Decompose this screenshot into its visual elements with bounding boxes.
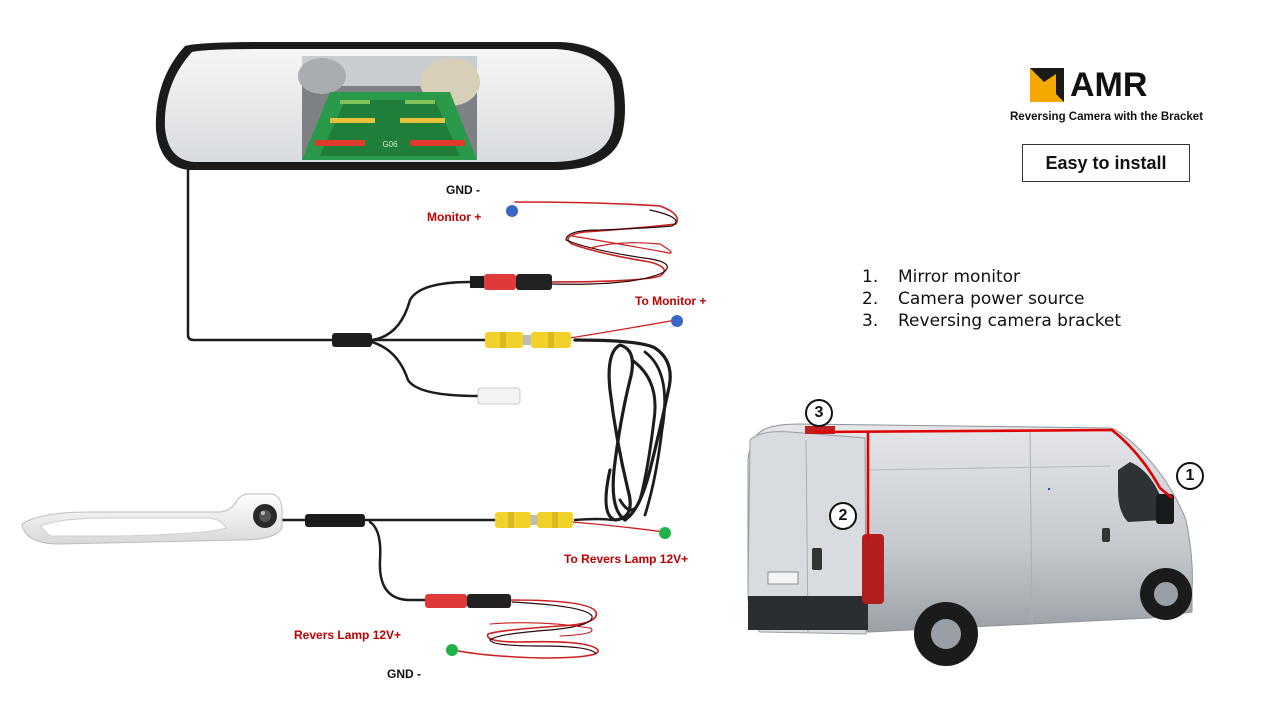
screen-plate-text: G06 <box>382 140 398 149</box>
component-legend: 1.Mirror monitor 2.Camera power source 3… <box>862 266 1121 332</box>
legend-item: 3.Reversing camera bracket <box>862 311 1122 331</box>
van-illustration <box>747 423 1193 666</box>
monitor-screen: G06 <box>298 56 480 160</box>
spare-white-plug <box>477 387 521 405</box>
splitter-hub <box>332 333 372 347</box>
gnd-bottom-label: GND - <box>387 667 421 681</box>
amr-logo-icon <box>1030 68 1064 102</box>
to-monitor-plus-dot <box>671 315 683 327</box>
legend-item: 2.Camera power source <box>862 289 1085 309</box>
tail-light <box>862 534 884 604</box>
camera-power-connector <box>425 594 511 608</box>
to-revers-lamp-dot <box>659 527 671 539</box>
brand-name: AMR <box>1070 66 1148 104</box>
revers-lamp-dot <box>446 644 458 656</box>
camera-inline-connector <box>305 514 365 527</box>
marker-3: 3 <box>805 399 833 427</box>
legend-item: 1.Mirror monitor <box>862 267 1021 287</box>
monitor-power-connector <box>470 274 552 290</box>
marker-1: 1 <box>1176 462 1204 490</box>
monitor-video-connector <box>485 332 571 348</box>
gnd-top-label: GND - <box>446 183 480 197</box>
camera-bracket <box>21 493 283 545</box>
wiring-harness <box>186 168 679 659</box>
brand-tagline: Reversing Camera with the Bracket <box>1010 111 1204 123</box>
connectors <box>305 274 573 608</box>
to-monitor-plus-label: To Monitor + <box>635 294 707 308</box>
monitor-plus-label: Monitor + <box>427 210 482 224</box>
revers-lamp-label: Revers Lamp 12V+ <box>294 628 402 642</box>
easy-install-badge: Easy to install <box>1022 144 1190 182</box>
brand-block: AMR <box>1028 66 1228 106</box>
to-revers-lamp-label: To Revers Lamp 12V+ <box>564 552 689 566</box>
van-cable-route <box>814 428 1173 499</box>
mirror-monitor: G06 <box>155 42 625 170</box>
marker-2: 2 <box>829 502 857 530</box>
monitor-plus-dot <box>506 205 518 217</box>
camera-video-connector <box>495 512 573 528</box>
